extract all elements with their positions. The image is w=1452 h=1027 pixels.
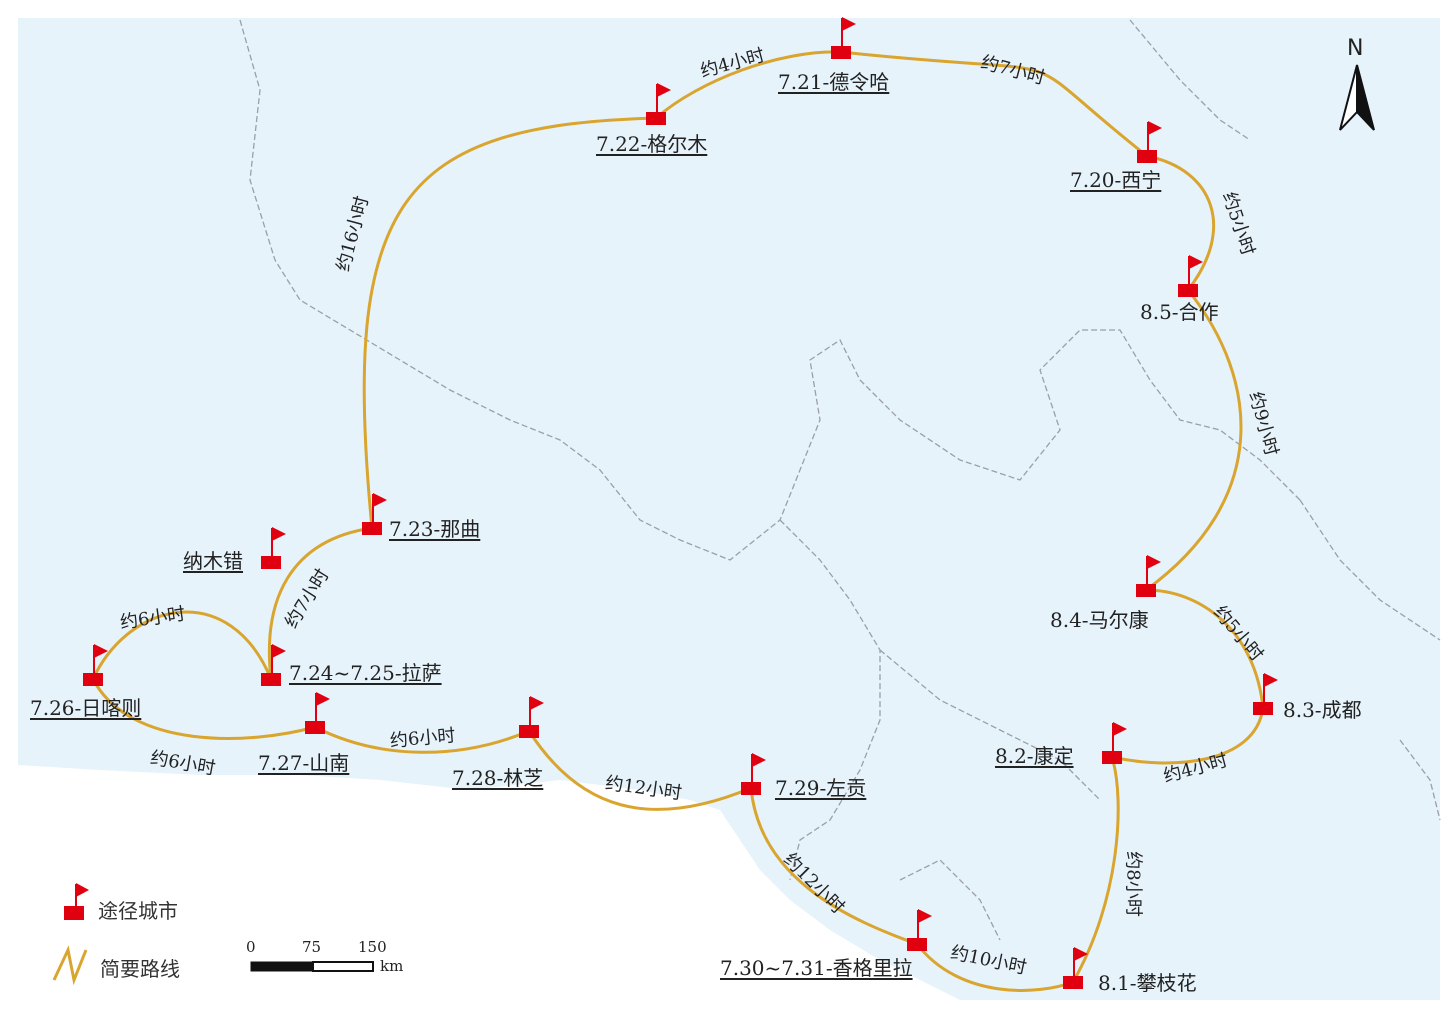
city-flag-icon: [1137, 121, 1162, 163]
city-label-geermu: 7.22-格尔木: [596, 132, 708, 156]
city-flag-icon: [1063, 947, 1088, 989]
route-segment: [1111, 707, 1265, 765]
legend-flag-icon: [64, 883, 89, 920]
city-flag-icon: [831, 17, 856, 59]
city-label-shannan: 7.27-山南: [258, 751, 350, 775]
scale-tick-0: 0: [246, 938, 256, 956]
city-flag-icon: [1178, 255, 1203, 297]
route-segment: [655, 50, 842, 120]
city-label-panzhihua: 8.1-攀枝花: [1098, 971, 1197, 995]
province-borders: [239, 19, 1441, 941]
route-segment: [527, 730, 752, 811]
city-label-xianggelila: 7.30~7.31-香格里拉: [720, 956, 913, 980]
city-flag-icon: [1136, 555, 1161, 597]
route-segment: [840, 50, 1148, 158]
city-label-rikaze: 7.26-日喀则: [30, 696, 142, 720]
city-flag-icon: [261, 527, 286, 569]
scale-tick-75: 75: [302, 938, 322, 956]
route-segment: [91, 610, 273, 680]
city-flag-icon: [305, 692, 330, 734]
route-duration-label: 约8小时: [1122, 851, 1144, 917]
scale-bar: [250, 961, 374, 972]
city-label-delingha: 7.21-德令哈: [778, 70, 890, 94]
legend-city-label: 途径城市: [98, 899, 178, 923]
city-flag-icon: [1253, 673, 1278, 715]
route-segment: [362, 116, 657, 529]
legend-route-label: 简要路线: [100, 957, 180, 981]
city-flag-icon: [261, 644, 286, 686]
scale-tick-150: 150: [358, 938, 387, 956]
city-label-xining: 7.20-西宁: [1070, 168, 1162, 192]
route-segment: [1145, 289, 1243, 592]
route-segment: [749, 787, 918, 946]
city-label-hezuo: 8.5-合作: [1140, 300, 1219, 324]
legend-route-icon: [52, 945, 88, 986]
city-flag-icon: [1102, 722, 1127, 764]
city-label-kangding: 8.2-康定: [995, 744, 1074, 768]
route-segment: [1145, 588, 1265, 709]
scale-unit: km: [380, 957, 404, 975]
city-label-namucuo: 纳木错: [183, 549, 243, 573]
route-segment: [1071, 756, 1120, 983]
city-label-zuogong: 7.29-左贡: [775, 776, 867, 800]
route-segment: [1146, 154, 1215, 291]
city-label-linzhi: 7.28-林芝: [452, 766, 544, 790]
city-flag-icon: [362, 493, 387, 535]
city-flag-icon: [519, 696, 544, 738]
north-label: N: [1347, 36, 1364, 61]
route-segment: [314, 725, 530, 754]
city-flag-icon: [83, 644, 108, 686]
land-area: [18, 18, 1440, 1000]
route-segment: [915, 943, 1074, 992]
city-label-lasa: 7.24~7.25-拉萨: [289, 661, 442, 685]
route-segment: [267, 526, 373, 680]
north-arrow: [1339, 64, 1375, 131]
city-label-naqu: 7.23-那曲: [389, 517, 481, 541]
city-label-maerkang: 8.4-马尔康: [1050, 608, 1149, 632]
city-label-chengdu: 8.3-成都: [1283, 698, 1362, 722]
city-flag-icon: [907, 909, 932, 951]
route-segment: [91, 678, 316, 740]
city-flag-icon: [741, 753, 766, 795]
city-flag-icon: [646, 83, 671, 125]
